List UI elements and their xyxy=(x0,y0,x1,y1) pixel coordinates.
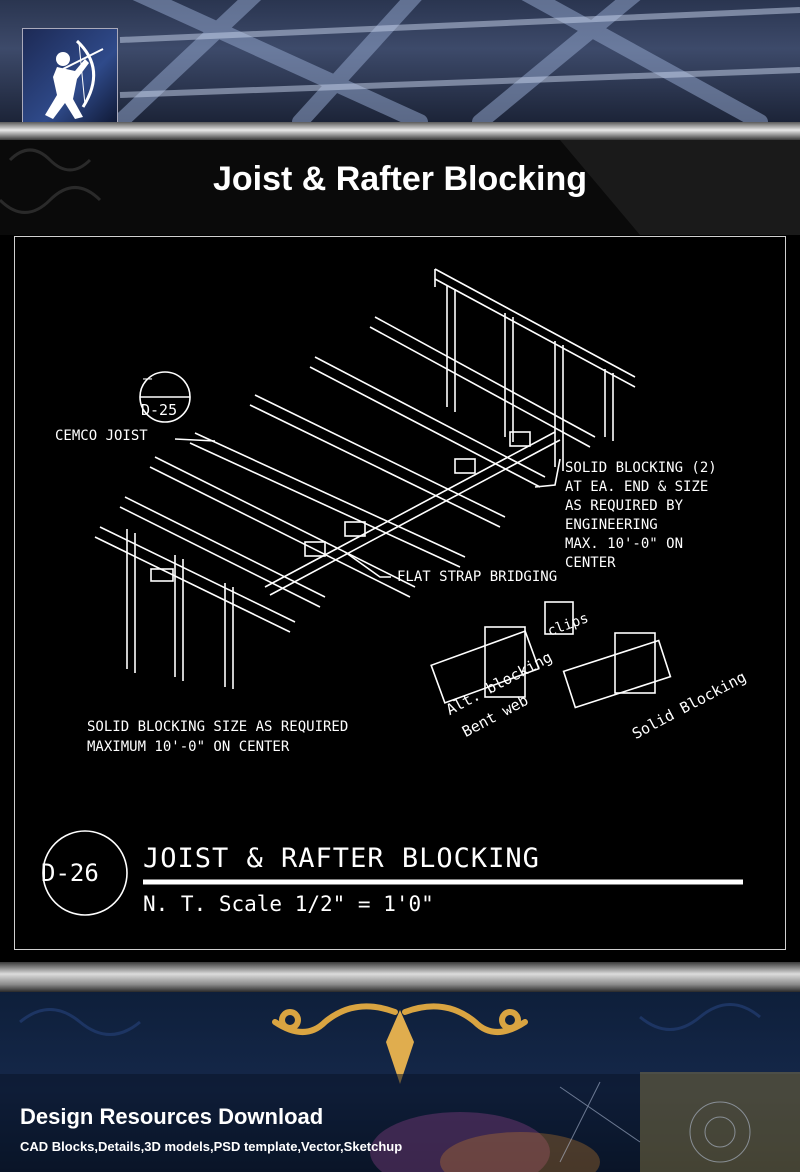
strap xyxy=(264,431,556,588)
cad-drawing xyxy=(42,268,743,916)
solid-blocking-line: ENGINEERING xyxy=(565,517,658,533)
detail-title: JOIST & RAFTER BLOCKING xyxy=(143,843,540,874)
left-wall xyxy=(126,529,234,689)
footer-title: Design Resources Download xyxy=(20,1104,324,1129)
solid-blocking-line: SOLID BLOCKING (2) xyxy=(565,460,717,476)
gold-flourish xyxy=(272,1003,528,1035)
header-banner xyxy=(0,0,800,122)
solid-blocking-callout: SOLID BLOCKING (2) AT EA. END & SIZE AS … xyxy=(565,459,717,573)
solid-blocking-line: CENTER xyxy=(565,555,616,571)
detail-number: D-26 xyxy=(41,859,99,887)
footer-decoration xyxy=(0,1003,800,1172)
solid-blocking-line: AT EA. END & SIZE xyxy=(565,479,709,495)
back-wall xyxy=(434,268,636,471)
solid-blocking-line: MAX. 10'-0" ON xyxy=(565,536,684,552)
drawing-frame: — D-25 CEMCO JOIST SOLID BLOCKING (2) AT… xyxy=(14,236,786,950)
truss-background xyxy=(112,0,800,122)
title-band xyxy=(0,140,800,235)
steel-divider-bottom xyxy=(0,962,800,992)
steel-divider-top xyxy=(0,122,800,140)
footer-area xyxy=(0,992,800,1172)
detail-scale: N. T. Scale 1/2" = 1'0" xyxy=(143,892,434,916)
solid-blocking-line: AS REQUIRED BY xyxy=(565,498,684,514)
detail-ref-top: — xyxy=(143,369,153,387)
note-line: MAXIMUM 10'-0" ON CENTER xyxy=(87,739,290,755)
galaxy-glow xyxy=(370,1072,800,1172)
footer-subtitle: CAD Blocks,Details,3D models,PSD templat… xyxy=(20,1139,403,1154)
general-note: SOLID BLOCKING SIZE AS REQUIRED MAXIMUM … xyxy=(87,717,348,757)
page-title: Joist & Rafter Blocking xyxy=(212,160,588,198)
flat-strap-label: FLAT STRAP BRIDGING xyxy=(397,569,558,585)
archer-logo-icon[interactable] xyxy=(22,28,118,122)
ornament-pattern xyxy=(0,140,800,235)
alt-blocking-detail xyxy=(430,601,672,709)
cemco-joist-label: CEMCO JOIST xyxy=(55,428,148,444)
note-line: SOLID BLOCKING SIZE AS REQUIRED xyxy=(87,719,349,735)
blocking xyxy=(304,431,531,557)
detail-ref-bottom: D-25 xyxy=(141,401,178,419)
